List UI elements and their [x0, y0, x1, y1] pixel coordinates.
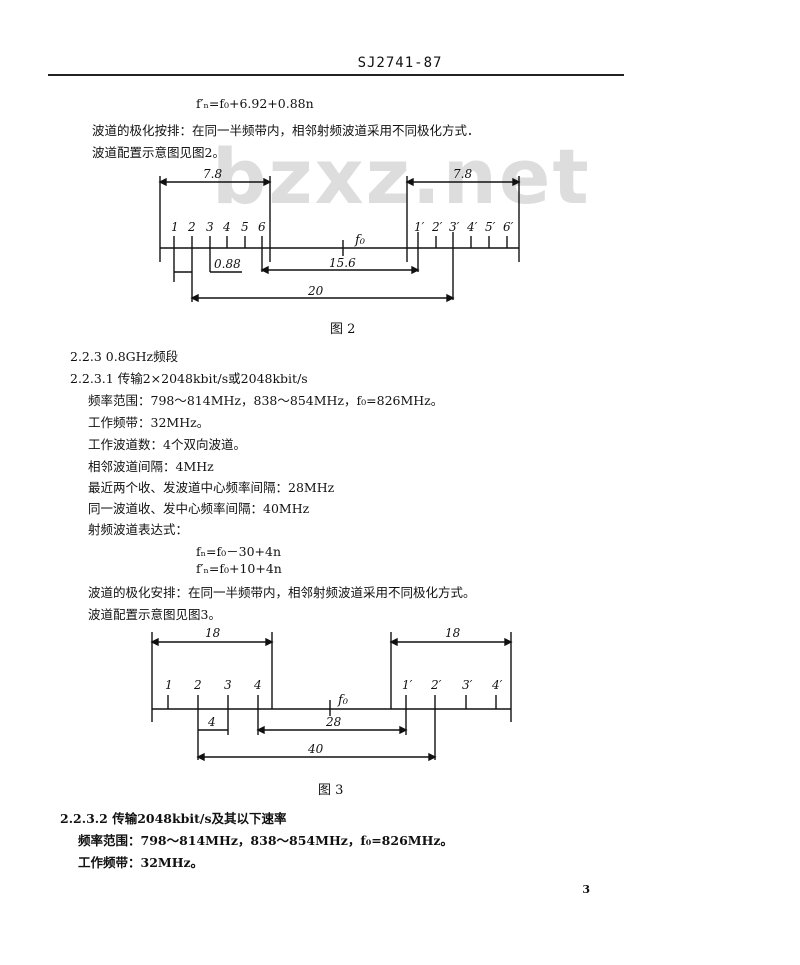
fig2-tick-label-1: 1	[171, 220, 179, 234]
fig3-tick-label-3p: 3′	[462, 678, 473, 692]
fig3-arrow	[389, 637, 398, 647]
fig2-tick-label-4p: 4′	[466, 220, 478, 234]
formula-f-prime-n-top: f′ₙ=f₀+6.92+0.88n	[196, 96, 314, 111]
fig2-tick-label-3p: 3′	[449, 220, 460, 234]
fig2-tick-label-6p: 6′	[503, 220, 514, 234]
fig3-tick-label-4: 4	[253, 678, 262, 692]
section-2-2-3-heading: 2.2.3 0.8GHz频段	[70, 349, 179, 364]
polarization-text-2: 波道的极化安排：在同一半频带内，相邻射频波道采用不同极化方式。	[88, 585, 476, 600]
section-2-2-3-1-heading: 2.2.3.1 传输2×2048kbit/s或2048kbit/s	[70, 371, 308, 386]
fig2-tick-label-2p: 2′	[431, 220, 443, 234]
formula-f-n: fₙ=f₀－30+4n	[196, 544, 282, 559]
fig2-arrow	[405, 177, 414, 187]
fig2-tick-label-6: 6	[258, 220, 266, 234]
header-rule	[48, 74, 624, 76]
fig2-tick-label-3: 3	[206, 220, 214, 234]
fig2-arrow	[260, 265, 269, 275]
fig2-dim-small-label: 0.88	[214, 257, 241, 271]
adjacent-spacing: 相邻波道间隔：4MHz	[88, 459, 214, 474]
fig3-bracket-right-label: 18	[445, 626, 461, 640]
fig2-arrow	[411, 265, 420, 275]
fig3-dim-small-label: 4	[207, 715, 216, 729]
fig2-tick-label-2: 2	[187, 220, 196, 234]
polarization-text-1: 波道的极化按排：在同一半频带内，相邻射频波道采用不同极化方式．	[92, 123, 480, 138]
fig2-arrow	[190, 293, 199, 303]
page-number: 3	[582, 883, 590, 896]
fig3-arrow	[428, 752, 437, 762]
fig2-arrow	[263, 177, 272, 187]
fig2-center-label: f₀	[354, 233, 366, 248]
fig2-dim-big-label: 20	[307, 284, 324, 298]
fig2-bracket-right-label: 7.8	[453, 167, 472, 181]
frequency-range: 频率范围：798～814MHz，838～854MHz，f₀=826MHz。	[88, 393, 444, 408]
working-channels: 工作波道数：4个双向波道。	[88, 437, 246, 452]
formula-f-prime-n: f′ₙ=f₀+10+4n	[196, 561, 282, 576]
working-band: 工作频带：32MHz。	[88, 415, 210, 430]
fig2-arrow	[446, 293, 455, 303]
fig2-tick-label-5: 5	[241, 220, 249, 234]
fig2-arrow	[158, 177, 167, 187]
fig3-tick-label-4p: 4′	[491, 678, 503, 692]
fig3-dim-mid-label: 28	[325, 715, 342, 729]
fig3-arrow	[265, 637, 274, 647]
config-text-2: 波道配置示意图见图3。	[88, 607, 221, 622]
fig3-arrow	[256, 725, 265, 735]
fig2-bracket-left-label: 7.8	[203, 167, 222, 181]
fig3-tick-label-2: 2	[193, 678, 202, 692]
fig3-dim-big-label: 40	[307, 742, 324, 756]
fig3-tick-label-1p: 1′	[402, 678, 413, 692]
fig3-bracket-left-label: 18	[205, 626, 221, 640]
fig3-tick-label-3: 3	[224, 678, 232, 692]
section-2-2-3-2-heading: 2.2.3.2 传输2048kbit/s及其以下速率	[60, 811, 287, 826]
fig2-tick-label-5p: 5′	[485, 220, 496, 234]
same-channel-spacing: 同一波道收、发中心频率间隔：40MHz	[88, 501, 310, 516]
fig3-arrow	[399, 725, 408, 735]
watermark: bzxz.net	[212, 132, 591, 221]
fig3-arrow	[504, 637, 513, 647]
rf-expression-label: 射频波道表达式：	[88, 522, 189, 537]
fig3-center-label: f₀	[337, 693, 349, 708]
fig3-tick-label-1: 1	[165, 678, 173, 692]
frequency-range-2: 频率范围：798～814MHz，838～854MHz，f₀=826MHz。	[78, 833, 454, 848]
figure-2-caption: 图 2	[330, 322, 356, 337]
fig3-arrow	[196, 752, 205, 762]
fig3-arrow	[150, 637, 159, 647]
fig2-arrow	[512, 177, 521, 187]
document-code: SJ2741-87	[357, 55, 443, 71]
fig2-tick-label-1p: 1′	[414, 220, 425, 234]
config-text-1: 波道配置示意图见图2。	[92, 145, 225, 160]
fig3-tick-label-2p: 2′	[430, 678, 442, 692]
fig2-dim-mid-label: 15.6	[329, 256, 356, 270]
working-band-2: 工作频带：32MHz。	[78, 855, 204, 870]
fig2-tick-label-4: 4	[222, 220, 231, 234]
nearest-spacing: 最近两个收、发波道中心频率间隔：28MHz	[88, 480, 335, 495]
figure-3-caption: 图 3	[318, 783, 344, 798]
